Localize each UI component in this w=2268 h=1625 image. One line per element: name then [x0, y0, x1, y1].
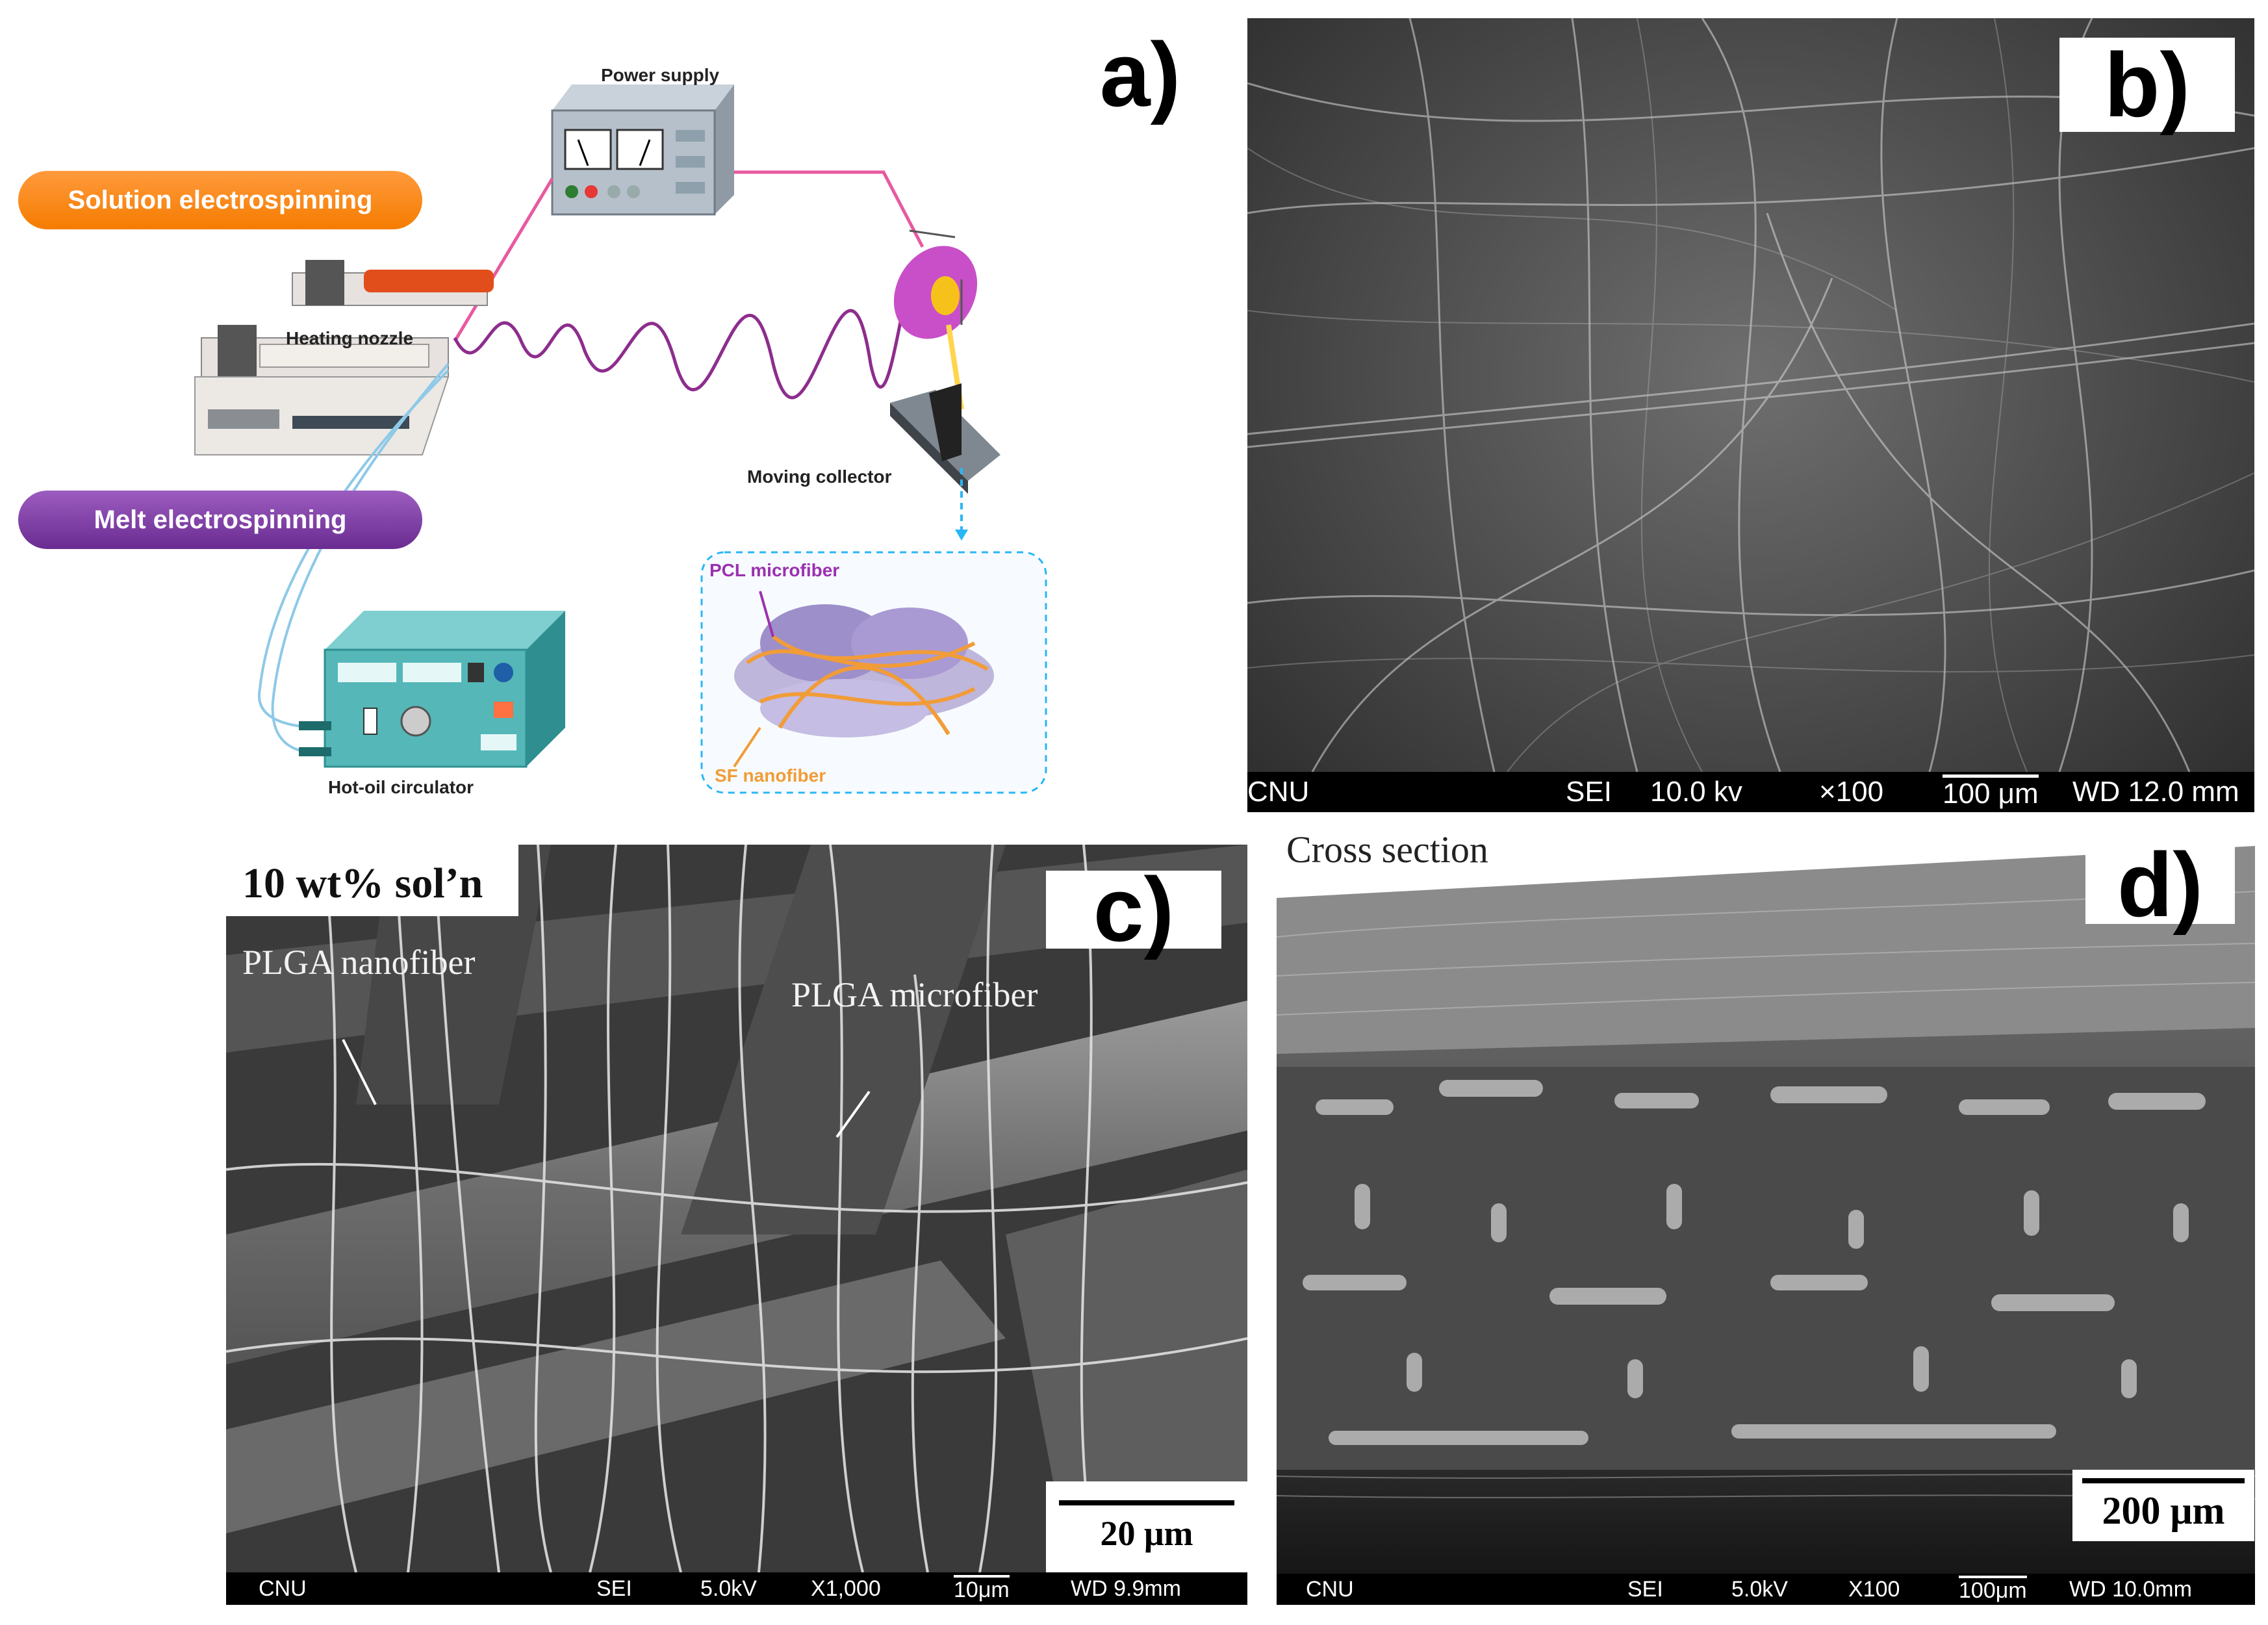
plga-fibers [226, 845, 1247, 1572]
sem-mode: SEI [1566, 776, 1612, 808]
panel-c-title-box [226, 845, 518, 916]
sem-kv: 5.0kV [700, 1576, 757, 1601]
panel-c-scale-box: 20 μm [1046, 1481, 1247, 1572]
sem-scale: 100 μm [1943, 774, 2039, 810]
fiber-network [1247, 18, 2254, 772]
sem-scale: 10μm [954, 1574, 1010, 1603]
panel-a: Solution electrospinning Melt electrospi… [0, 0, 1234, 825]
moving-collector-icon [890, 383, 1000, 494]
hot-oil-circulator-icon [299, 611, 565, 768]
panel-d-title: Cross section [1286, 828, 1488, 871]
collector-drum-icon [893, 229, 978, 339]
panel-c-scale-text: 20 μm [1100, 1514, 1193, 1553]
sf-nanofiber-label: SF nanofiber [715, 765, 826, 786]
sem-wd: WD 12.0 mm [2072, 776, 2239, 808]
sem-wd: WD 9.9mm [1071, 1576, 1181, 1601]
sem-lab: CNU [259, 1576, 307, 1601]
power-supply-label: Power supply [601, 65, 720, 85]
sem-mag: ×100 [1819, 776, 1884, 808]
plga-nanofiber-label: PLGA nanofiber [242, 943, 476, 982]
moving-collector-label: Moving collector [747, 467, 892, 487]
plga-microfiber-label: PLGA microfiber [791, 975, 1038, 1014]
sem-scale: 100μm [1959, 1575, 2027, 1604]
panel-c-label: c) [1046, 864, 1221, 955]
sem-lab: CNU [1247, 776, 1310, 808]
sem-kv: 5.0kV [1731, 1576, 1788, 1602]
panel-d-label: d) [2085, 839, 2235, 930]
syringe-pump-icon [194, 260, 494, 455]
sem-info-bar: CNU SEI 5.0kV X100 100μm WD 10.0mm [1277, 1574, 2255, 1605]
sem-mag: X1,000 [811, 1576, 881, 1601]
setup-diagram [194, 84, 1047, 794]
sem-wd: WD 10.0mm [2069, 1576, 2192, 1602]
sem-kv: 10.0 kv [1650, 776, 1742, 808]
melt-electrospinning-label: Melt electrospinning [18, 491, 422, 549]
panel-d-scale-box: 200 μm [2072, 1470, 2254, 1541]
cross-section-layers [1277, 846, 2255, 1500]
sem-info-bar: CNU SEI 10.0 kv ×100 100 μm WD 12.0 mm [1247, 772, 2254, 812]
panel-a-label: a) [1085, 26, 1195, 123]
sem-info-bar: CNU SEI 5.0kV X1,000 10μm WD 9.9mm [226, 1572, 1247, 1605]
sem-lab: CNU [1306, 1576, 1354, 1602]
panel-b-sem-image: CNU SEI 10.0 kv ×100 100 μm WD 12.0 mm b… [1247, 18, 2254, 812]
pcl-microfiber-label: PCL microfiber [709, 560, 840, 580]
sem-mag: X100 [1848, 1576, 1900, 1602]
sem-mode: SEI [596, 1576, 632, 1601]
panel-c-sem-image: 10 wt% sol’n PLGA nanofiber PLGA microfi… [226, 845, 1247, 1605]
panel-c-title: 10 wt% sol’n [242, 860, 483, 907]
panel-d-title-box [1277, 820, 1549, 872]
hot-oil-circulator-label: Hot-oil circulator [328, 777, 474, 797]
fiber-mesh-icon [734, 604, 994, 737]
power-supply-icon [551, 84, 734, 216]
sem-mode: SEI [1627, 1576, 1663, 1602]
fiber-jet [453, 257, 924, 400]
panel-d-sem-image: Cross section 200 μm CNU SEI 5.0kV X100 … [1277, 820, 2255, 1605]
panel-b-label: b) [2059, 38, 2235, 132]
heating-nozzle-label: Heating nozzle [286, 328, 414, 348]
solution-electrospinning-label: Solution electrospinning [18, 171, 422, 229]
panel-d-scale-text: 200 μm [2102, 1489, 2225, 1532]
